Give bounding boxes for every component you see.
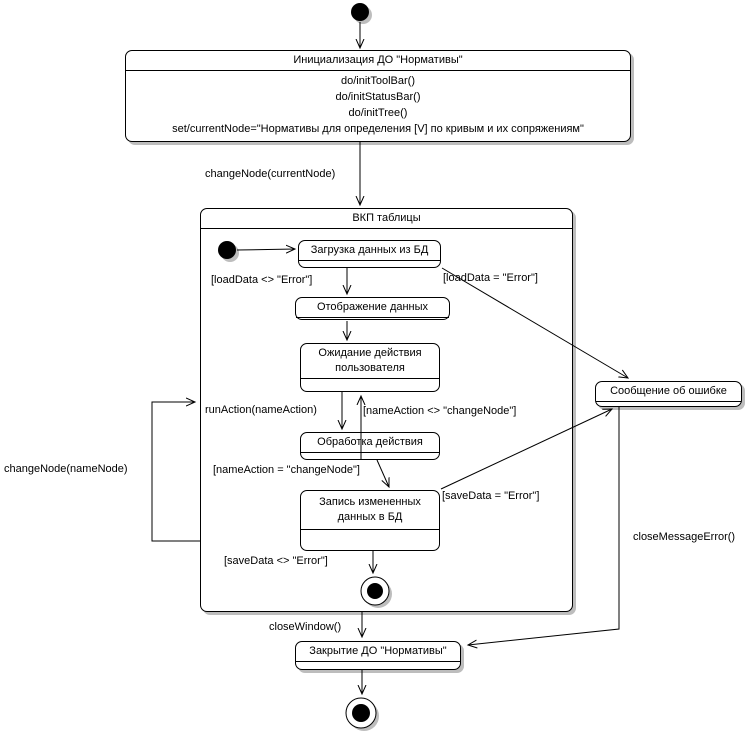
state-load-data: Загрузка данных из БД <box>298 240 441 268</box>
transition-label-closewindow: closeWindow() <box>269 621 342 633</box>
state-process-action: Обработка действия <box>300 432 440 460</box>
transition-label-changenode-currentnode: changeNode(currentNode) <box>205 168 336 180</box>
state-close-do: Закрытие ДО "Нормативы" <box>295 641 461 670</box>
state-init-normativy: Инициализация ДО "Нормативы" do/initTool… <box>125 50 631 142</box>
state-display-data-title: Отображение данных <box>296 298 449 318</box>
state-wait-user-action: Ожидание действия пользователя <box>300 343 440 392</box>
state-error-message: Сообщение об ошибке <box>595 381 742 407</box>
state-action-inittree: do/initTree() <box>348 107 408 119</box>
final-shadow <box>349 701 379 731</box>
state-save-data: Запись измененных данных в БД <box>300 490 440 551</box>
state-process-action-title: Обработка действия <box>301 433 439 453</box>
transition-label-loaddata-ok: [loadData <> "Error"] <box>211 274 313 286</box>
state-action-inittoolbar: do/initToolBar() <box>341 75 415 87</box>
state-display-data: Отображение данных <box>295 297 450 320</box>
state-close-do-title: Закрытие ДО "Нормативы" <box>296 642 460 662</box>
start-dot-shadow <box>354 6 372 24</box>
state-composite-title: ВКП таблицы <box>201 209 572 229</box>
state-action-initstatusbar: do/initStatusBar() <box>335 91 421 103</box>
state-wait-user-title: Ожидание действия пользователя <box>301 344 439 379</box>
state-init-actions: do/initToolBar() do/initStatusBar() do/i… <box>126 71 630 137</box>
transition-label-closemessageerror: closeMessageError() <box>633 531 736 543</box>
state-load-data-title: Загрузка данных из БД <box>299 241 440 261</box>
state-error-message-title: Сообщение об ошибке <box>596 382 741 402</box>
transition-composite-self-changenode <box>152 402 200 541</box>
transition-label-nameaction-changenode: [nameAction = "changeNode"] <box>213 464 360 476</box>
transition-label-nameaction-not-changenode: [nameAction <> "changeNode"] <box>363 405 517 417</box>
transition-label-savedata-error: [saveData = "Error"] <box>442 490 540 502</box>
initial-state-icon <box>351 3 369 21</box>
final-state-icon <box>346 698 376 728</box>
transition-label-changenode-namenode: changeNode(nameNode) <box>4 463 128 475</box>
transition-label-savedata-ok: [saveData <> "Error"] <box>224 555 328 567</box>
transition-label-loaddata-error: [loadData = "Error"] <box>443 272 538 284</box>
transition-label-runaction: runAction(nameAction) <box>205 404 317 416</box>
state-init-title: Инициализация ДО "Нормативы" <box>126 51 630 71</box>
state-save-data-title: Запись измененных данных в БД <box>301 491 439 530</box>
state-action-set-currentnode: set/currentNode="Нормативы для определен… <box>172 123 584 135</box>
